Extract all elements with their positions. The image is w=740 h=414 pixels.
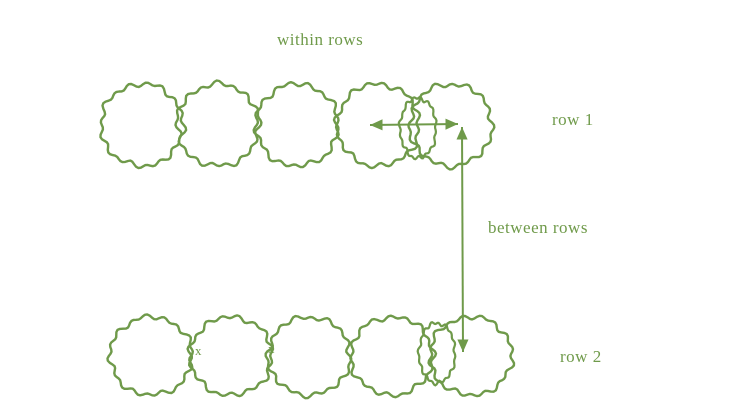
row-2-plant-4 [350, 316, 436, 398]
row-2-label: row 2 [560, 347, 602, 367]
row-2-plants [108, 314, 515, 398]
row-1-plant-3 [254, 82, 339, 167]
between-rows-arrow [462, 127, 463, 352]
row-1-plant-2 [176, 81, 262, 167]
row-2-mark-1: x [195, 343, 202, 359]
row-2-plant-5 [429, 316, 514, 396]
row-2-plant-1 [108, 314, 193, 395]
row-2-plant-3 [266, 316, 352, 398]
row-1-label: row 1 [552, 110, 594, 130]
between-rows-label: between rows [488, 218, 588, 238]
row-1-plant-1 [101, 83, 187, 168]
within-rows-label: within rows [277, 30, 363, 50]
within-rows-arrow [370, 124, 458, 125]
row-2-mark-2: x [268, 341, 275, 357]
